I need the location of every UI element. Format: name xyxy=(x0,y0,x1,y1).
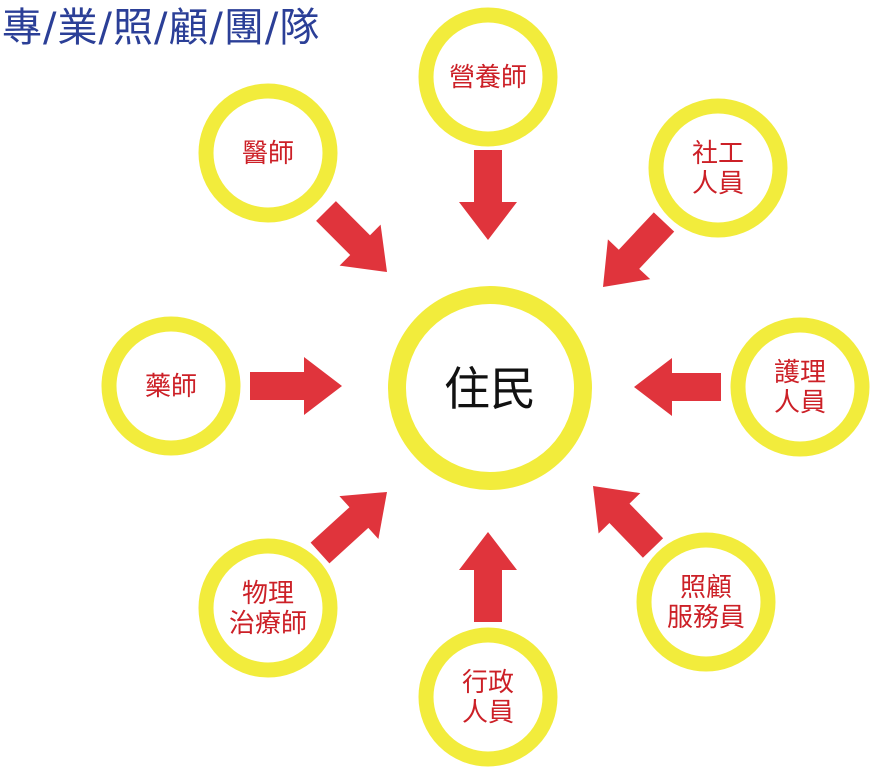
arrow-pharmacist xyxy=(250,357,342,415)
arrow-social-worker xyxy=(603,212,675,287)
role-label: 物理 xyxy=(242,579,294,609)
role-node-pharmacist: 藥師 xyxy=(101,316,241,456)
page-title: 專/業/照/顧/團/隊 xyxy=(2,5,321,51)
arrow-caregiver xyxy=(593,486,664,558)
arrow-physical-therapist xyxy=(310,492,387,564)
role-node-doctor: 醫師 xyxy=(198,83,338,223)
nodes-layer: 營養師醫師社工人員藥師護理人員物理治療師行政人員照顧服務員 xyxy=(101,7,870,767)
center-node: 住民 xyxy=(388,286,592,490)
role-label: 行政 xyxy=(462,668,514,698)
arrow-doctor xyxy=(316,201,387,272)
arrow-nurse xyxy=(634,358,721,416)
role-node-nutritionist: 營養師 xyxy=(418,7,558,147)
role-ring xyxy=(418,7,558,147)
role-label: 藥師 xyxy=(145,372,197,402)
role-label: 人員 xyxy=(774,388,826,418)
role-ring xyxy=(730,317,870,457)
role-ring xyxy=(636,532,776,672)
role-ring xyxy=(648,98,788,238)
role-ring xyxy=(198,538,338,678)
role-label: 人員 xyxy=(462,698,514,728)
role-label: 醫師 xyxy=(242,139,294,169)
role-ring xyxy=(101,316,241,456)
role-label: 營養師 xyxy=(449,63,527,93)
role-label: 社工 xyxy=(692,139,744,169)
role-label: 治療師 xyxy=(229,609,307,639)
role-label: 人員 xyxy=(692,169,744,199)
role-label: 照顧 xyxy=(680,573,732,603)
arrow-nutritionist xyxy=(459,150,517,240)
role-ring xyxy=(418,627,558,767)
role-label: 護理 xyxy=(774,358,826,388)
center-label: 住民 xyxy=(444,362,536,416)
arrows-layer xyxy=(250,150,721,622)
center-ring xyxy=(388,286,592,490)
role-ring xyxy=(198,83,338,223)
role-label: 服務員 xyxy=(667,603,745,633)
arrow-administrative-staff xyxy=(459,532,517,622)
